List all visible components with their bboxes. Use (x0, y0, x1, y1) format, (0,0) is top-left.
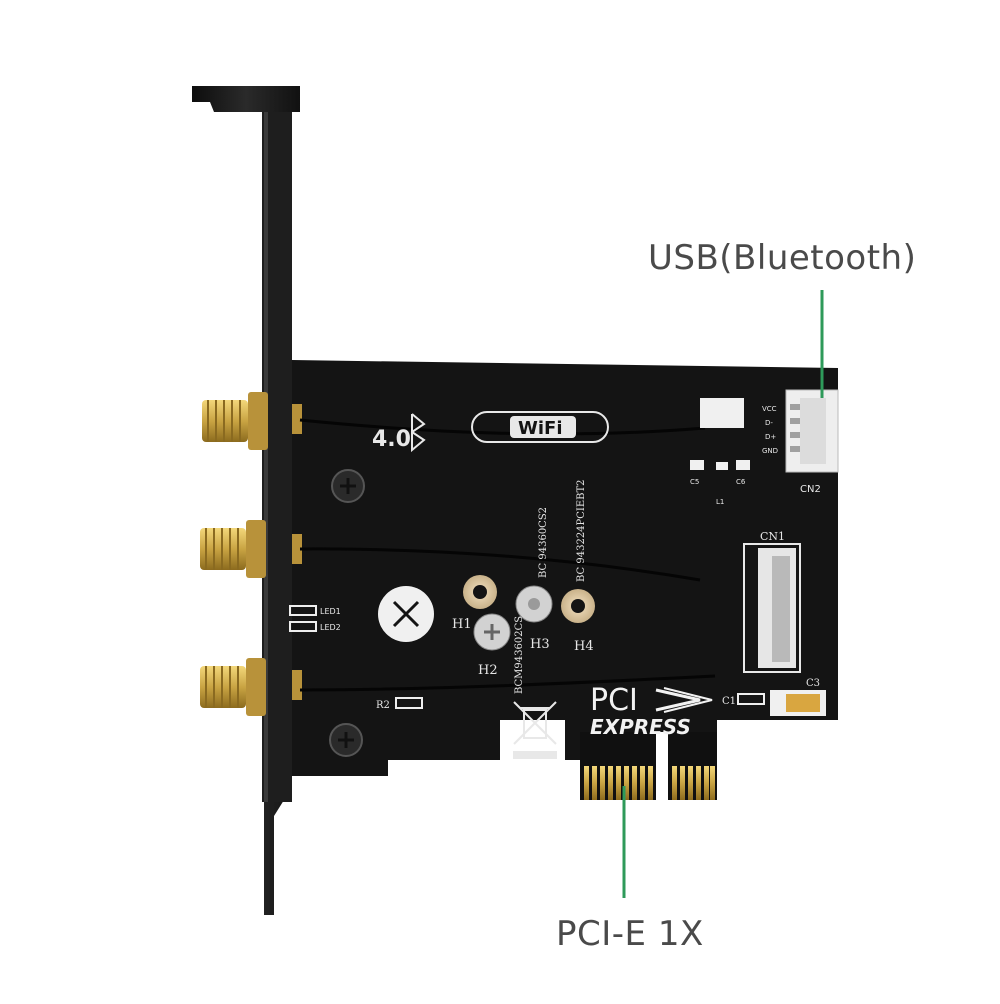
sma-connector-middle (200, 520, 302, 578)
regulator-chip: C5 C6 L1 (690, 398, 750, 506)
silkscreen-vcc: VCC (762, 405, 777, 413)
antenna-cables (299, 418, 716, 692)
pcie-gold-fingers (580, 732, 717, 800)
silkscreen-led2: LED2 (320, 623, 341, 632)
silkscreen-h2: H2 (478, 663, 498, 678)
bluetooth-icon (411, 413, 426, 453)
bluetooth-version-logo: 4.0 (372, 413, 426, 453)
resistor-r2: R2 (376, 697, 423, 711)
sma-connector-top (202, 392, 302, 450)
silkscreen-cn1: CN1 (760, 530, 785, 543)
silkscreen-c5: C5 (690, 478, 699, 486)
silkscreen-led1: LED1 (320, 607, 341, 616)
capacitors: C1 C3 (722, 678, 826, 716)
silkscreen-c6: C6 (736, 478, 746, 486)
silkscreen-l1: L1 (716, 498, 724, 506)
pci-express-logo: PCI EXPRESS (590, 683, 713, 739)
wifi-logo-text: WiFi (518, 418, 563, 439)
wifi-logo: WiFi (471, 411, 609, 443)
silkscreen-h3: H3 (530, 637, 550, 652)
silkscreen-c1: C1 (722, 696, 736, 707)
card-slot-cn1: CN1 (743, 530, 801, 673)
silkscreen-r2: R2 (376, 700, 390, 711)
silkscreen-d-minus: D- (765, 419, 773, 427)
silkscreen-d-plus: D+ (765, 433, 776, 441)
silkscreen-c3: C3 (806, 678, 820, 689)
board-screw-bottom (329, 723, 363, 757)
usb-bluetooth-header: VCC D- D+ GND CN2 (762, 389, 839, 495)
silkscreen-h4: H4 (574, 639, 594, 654)
metal-bracket (192, 86, 300, 915)
usb-bluetooth-label: USB(Bluetooth) (648, 238, 917, 278)
silkscreen-chip-c: BCM943602CS (514, 616, 525, 694)
board-screw-top (331, 469, 365, 503)
pci-logo-bottom: EXPRESS (590, 715, 691, 739)
led-indicators: LED1 LED2 (289, 605, 341, 632)
silkscreen-cn2: CN2 (800, 484, 821, 495)
silkscreen-gnd: GND (762, 447, 778, 455)
bluetooth-version-text: 4.0 (372, 427, 411, 452)
silkscreen-h1: H1 (452, 617, 472, 632)
pci-logo-top: PCI (590, 683, 638, 718)
crossed-bin-icon (513, 701, 557, 759)
x-mark-icon (378, 586, 434, 642)
silkscreen-chip-b: BC 943224PCIEBT2 (576, 479, 587, 582)
pcie-1x-label: PCI-E 1X (556, 914, 704, 954)
sma-connector-bottom (200, 658, 302, 716)
silkscreen-chip-a: BC 94360CS2 (538, 507, 549, 578)
mounting-holes: H1 H2 H3 H4 (452, 575, 595, 678)
